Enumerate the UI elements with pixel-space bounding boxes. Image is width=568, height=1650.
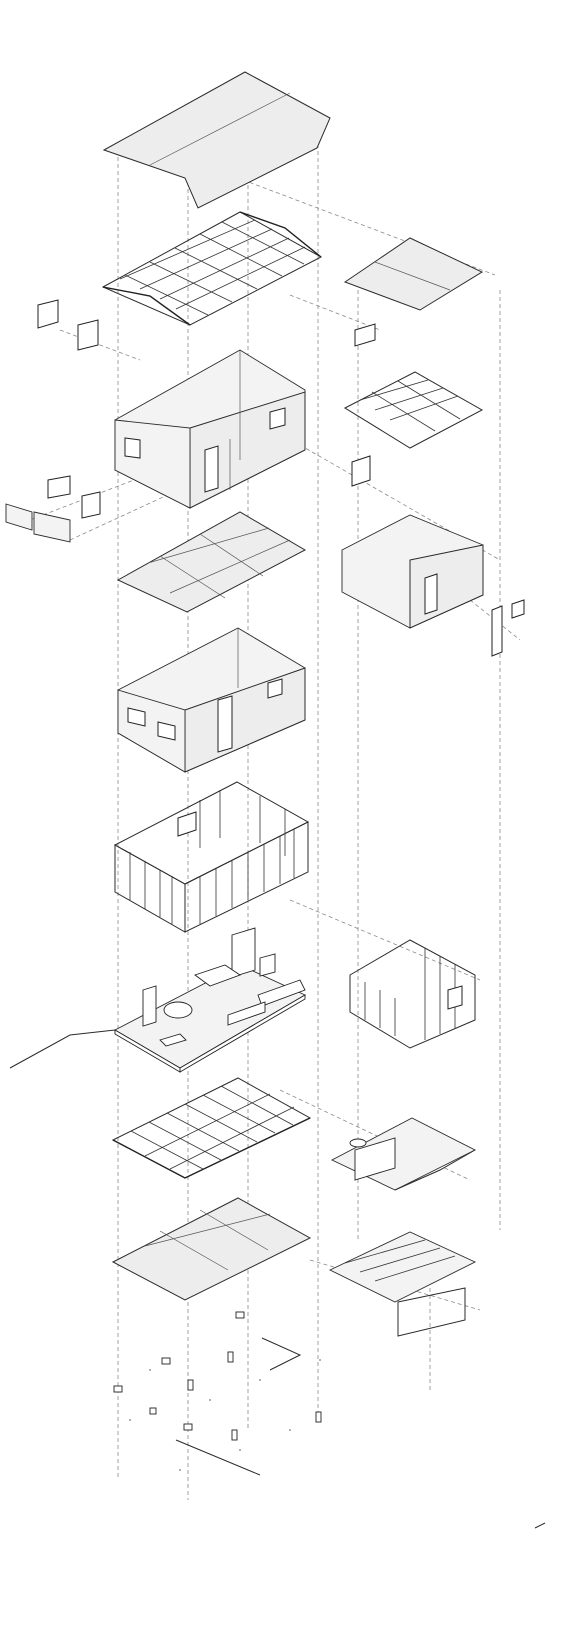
floor-joists: [111, 1077, 312, 1179]
roof-rafters: [101, 211, 323, 326]
wall-framing: [113, 781, 310, 933]
wall-sheathing: [117, 627, 306, 773]
annex-walls: [341, 514, 525, 657]
annex-wall-framing: [349, 939, 476, 1049]
loft-walls: [114, 349, 306, 509]
floor-sheathing: [111, 1197, 312, 1301]
annex-rafters: [343, 323, 484, 487]
alignment-lines: [29, 130, 521, 1500]
annex-deck: [328, 1231, 477, 1337]
roof-sheet: [102, 71, 331, 209]
wall-studs: [129, 790, 295, 924]
annex-roof-sheet: [343, 237, 484, 311]
interior-furnishings: [9, 927, 306, 1073]
annex-floor-kitchen: [330, 1117, 476, 1191]
corner-mark: [534, 1522, 546, 1529]
foundation-piers: [113, 1311, 322, 1476]
ceiling-panel: [116, 511, 307, 613]
loose-window-left: [5, 299, 101, 543]
